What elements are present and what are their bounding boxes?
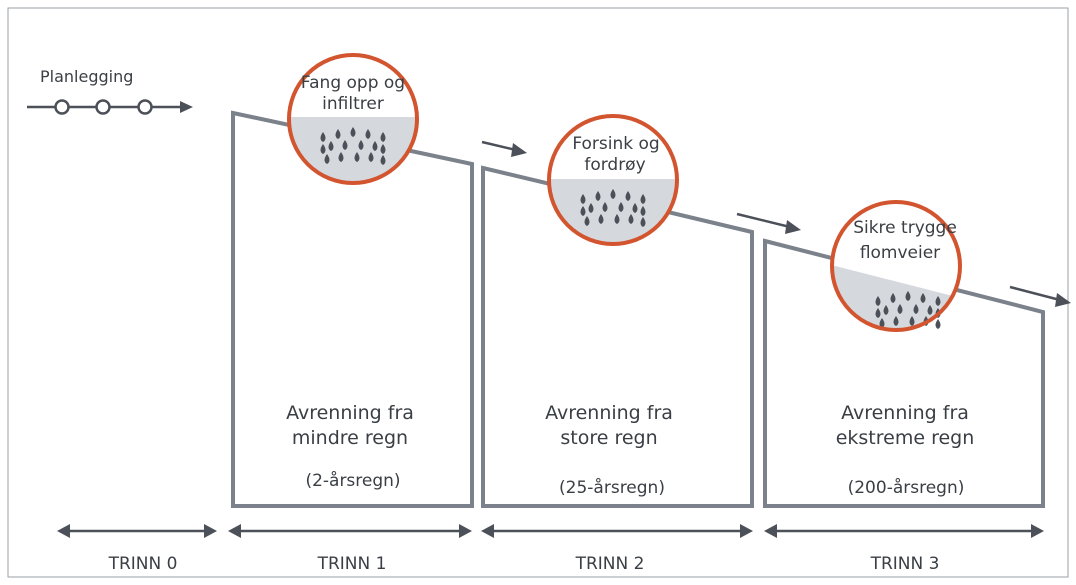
planning-label: Planlegging bbox=[40, 67, 133, 86]
runoff-1-line-1: Avrenning fra bbox=[286, 402, 414, 424]
bubble-1-line-2: infiltrer bbox=[322, 94, 384, 114]
planning-arrow-icon bbox=[27, 99, 193, 115]
bubble-3-line-2: flomveier bbox=[860, 243, 940, 263]
step-1-label: TRINN 1 bbox=[317, 554, 387, 574]
step-0-label: TRINN 0 bbox=[108, 554, 178, 574]
flow-arrow-2-icon bbox=[736, 212, 801, 234]
period-1: (2-årsregn) bbox=[305, 470, 400, 491]
runoff-3-line-2: ekstreme regn bbox=[836, 427, 975, 449]
flow-arrow-3-icon bbox=[1009, 285, 1071, 307]
runoff-2-line-2: store regn bbox=[560, 427, 657, 449]
step-2-arrow-icon bbox=[481, 524, 753, 538]
frame-border bbox=[7, 7, 1069, 578]
bubble-2: Forsink og fordrøy bbox=[547, 114, 679, 246]
bubble-3: Sikre trygge flomveier bbox=[830, 200, 962, 332]
step-labels: TRINN 0 TRINN 1 TRINN 2 TRINN 3 bbox=[108, 554, 940, 574]
runoff-2-line-1: Avrenning fra bbox=[545, 402, 673, 424]
flow-arrow-1-icon bbox=[481, 140, 527, 157]
step-1-arrow-icon bbox=[228, 524, 472, 538]
runoff-texts: Avrenning fra mindre regn (2-årsregn) Av… bbox=[286, 402, 974, 498]
step-3-arrow-icon bbox=[764, 524, 1044, 538]
step-3-label: TRINN 3 bbox=[870, 554, 940, 574]
period-2: (25-årsregn) bbox=[559, 477, 665, 498]
step-0-arrow-icon bbox=[57, 524, 217, 538]
step-arrows bbox=[57, 524, 1044, 538]
flow-arrows bbox=[481, 140, 1071, 307]
bubble-1: Fang opp og infiltrer bbox=[287, 53, 419, 185]
runoff-3-line-1: Avrenning fra bbox=[841, 402, 969, 424]
bubble-3-line-1: Sikre trygge bbox=[853, 218, 957, 238]
step-2-label: TRINN 2 bbox=[575, 554, 645, 574]
period-3: (200-årsregn) bbox=[848, 477, 965, 498]
bubble-2-line-1: Forsink og bbox=[572, 134, 659, 154]
bubble-1-line-1: Fang opp og bbox=[301, 73, 405, 93]
bubble-2-line-2: fordrøy bbox=[584, 155, 645, 175]
runoff-1-line-2: mindre regn bbox=[292, 427, 408, 449]
